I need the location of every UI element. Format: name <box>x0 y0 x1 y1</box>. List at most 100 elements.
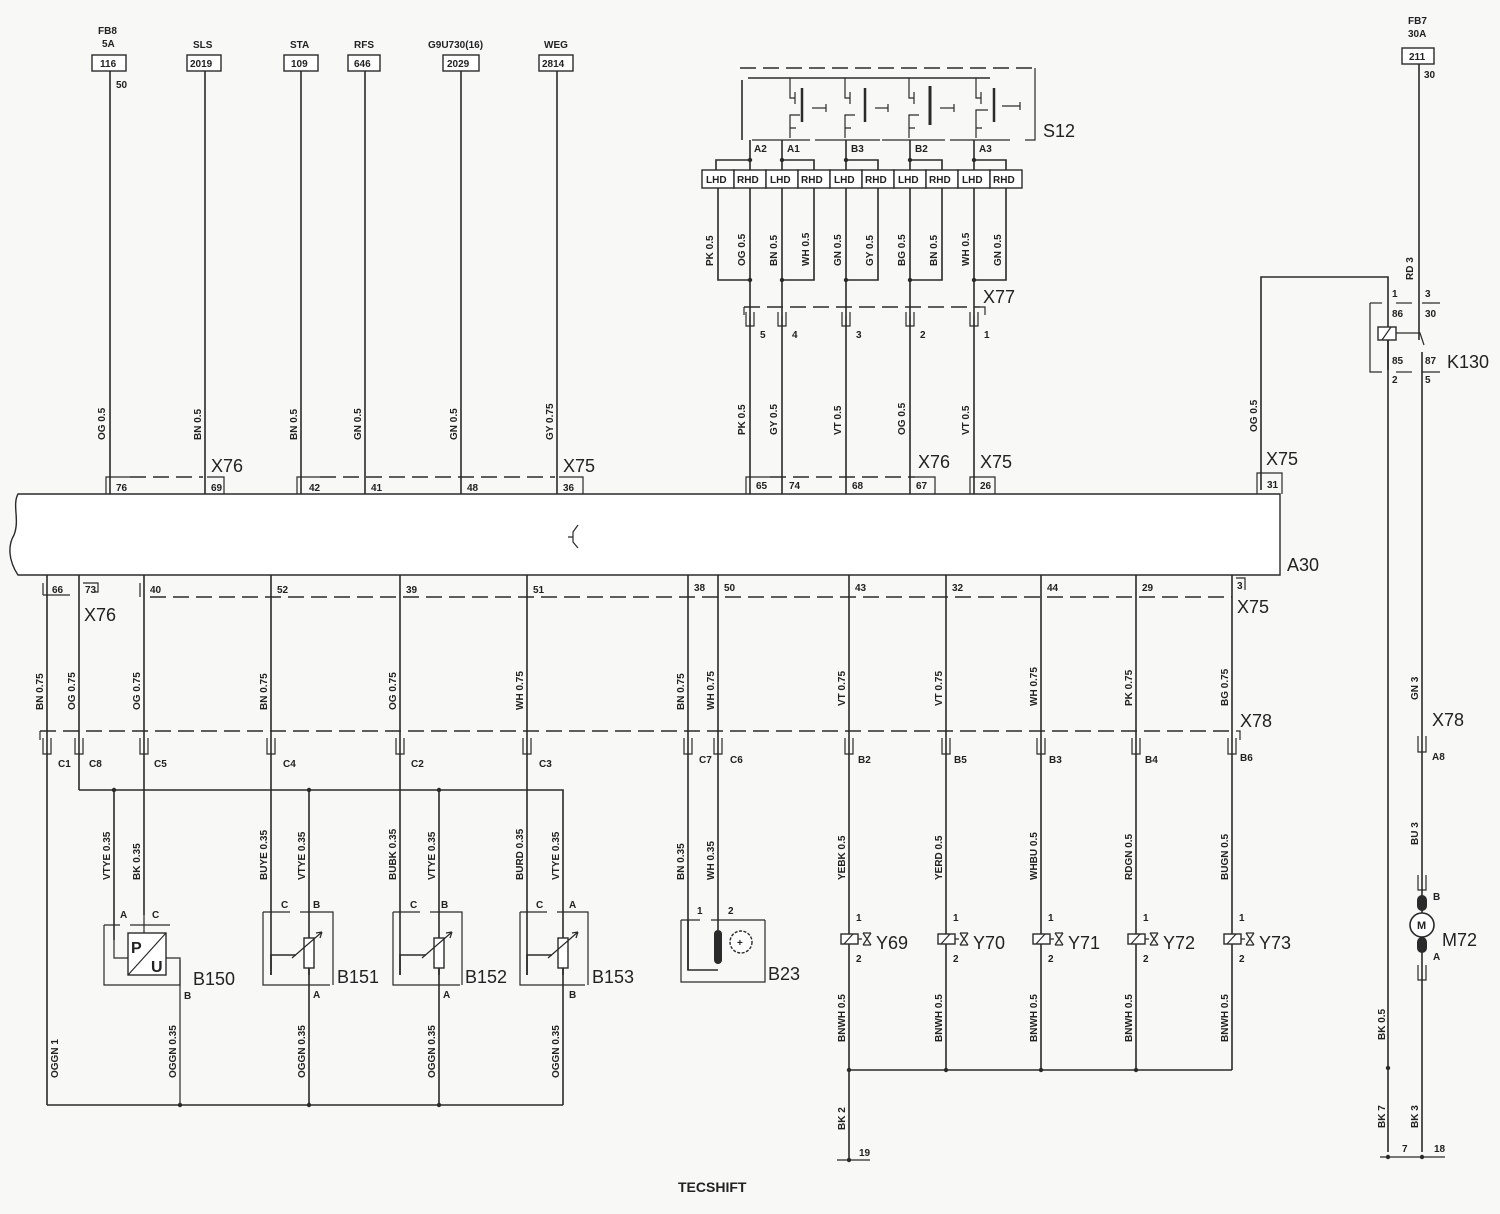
solenoid-y72: 1 2 Y72 <box>1127 913 1195 965</box>
motor-symbol: M <box>1417 920 1426 932</box>
pin-number: 69 <box>211 483 223 494</box>
terminal-label: C5 <box>154 759 167 770</box>
connector-x75: X75 <box>1237 597 1269 617</box>
pin-label: C <box>410 900 417 911</box>
wire-label: VT 0.5 <box>961 405 972 435</box>
solenoid-name: Y70 <box>973 933 1005 953</box>
pin-number: 32 <box>952 583 964 594</box>
wire-label: VT 0.75 <box>837 671 848 706</box>
x78-terminals <box>42 738 1237 755</box>
rhd-label: RHD <box>929 175 951 186</box>
pin-label: A <box>120 910 127 921</box>
pin-label: A <box>313 990 320 1001</box>
wire-label: BNWH 0.5 <box>1124 994 1135 1042</box>
solenoids: YEBK 0.5 YERD 0.5 WHBU 0.5 RDGN 0.5 BUGN… <box>837 832 1291 1163</box>
feed-label: STA <box>290 40 309 51</box>
terminal-label: B6 <box>1240 753 1253 764</box>
feed-label: WEG <box>544 40 568 51</box>
ground-pin: 18 <box>1434 1144 1446 1155</box>
wire-label: BUGN 0.5 <box>1220 833 1231 880</box>
solenoid-y70: 1 2 Y70 <box>937 913 1005 965</box>
sensor-b152: C B A B152 <box>392 900 507 1105</box>
wire-label: OG 0.75 <box>388 672 399 710</box>
wire-label: BUYE 0.35 <box>259 830 270 880</box>
wire-label: BK 3 <box>1410 1105 1421 1128</box>
connector-x78: X78 <box>1432 710 1464 730</box>
lhd-label: LHD <box>962 175 983 186</box>
wire-label: YERD 0.5 <box>934 835 945 880</box>
pin-label: A <box>1433 952 1440 963</box>
rhd-label: RHD <box>801 175 823 186</box>
contact-label: B2 <box>915 144 928 155</box>
wire-label: VTYE 0.35 <box>551 831 562 880</box>
pin-number: 1 <box>984 330 990 341</box>
solenoid-y73: 1 2 Y73 <box>1223 913 1291 965</box>
wire-label: GN 3 <box>1410 676 1421 700</box>
connector-x76: X76 <box>84 605 116 625</box>
wire-label: VTYE 0.35 <box>102 831 113 880</box>
top-feeds: FB8 5A 116 50 SLS 2019 STA 109 RFS 646 G… <box>91 26 595 494</box>
wire-label: BK 0.5 <box>1377 1008 1388 1040</box>
wire-label: VTYE 0.35 <box>427 831 438 880</box>
lhd-label: LHD <box>770 175 791 186</box>
pin-number: 43 <box>855 583 867 594</box>
pin-number: 68 <box>852 481 864 492</box>
wire-label: BN 0.35 <box>676 843 687 880</box>
fuse-label: FB8 <box>98 26 117 37</box>
fuse-label: FB7 <box>1408 16 1427 27</box>
wire-label: GY 0.75 <box>545 403 556 440</box>
pin-number: 50 <box>724 583 736 594</box>
pin-label: B <box>313 900 320 911</box>
pin-label: 2 <box>1239 954 1245 965</box>
pin-number: 30 <box>1425 309 1437 320</box>
contact-label: A3 <box>979 144 992 155</box>
wire-label: BN 0.5 <box>929 234 940 266</box>
terminal-label: B4 <box>1145 755 1158 766</box>
pin-label: 1 <box>1048 913 1054 924</box>
pin-number: 76 <box>116 483 128 494</box>
rhd-label: RHD <box>865 175 887 186</box>
pin-label: B <box>1433 892 1440 903</box>
wire-label: WH 0.5 <box>961 232 972 266</box>
wire-label: RD 3 <box>1405 257 1416 280</box>
wire-label: BNWH 0.5 <box>934 994 945 1042</box>
fuse-box <box>91 54 127 72</box>
feed-label: RFS <box>354 40 374 51</box>
wire-label: OG 0.75 <box>67 672 78 710</box>
pin-number: 44 <box>1047 583 1059 594</box>
lhd-label: LHD <box>898 175 919 186</box>
pin-number: 29 <box>1142 583 1154 594</box>
pin-number: 5 <box>1425 375 1431 386</box>
wire-label: OGGN 0.35 <box>551 1025 562 1078</box>
pin-label: 1 <box>856 913 862 924</box>
wire-label: BN 0.5 <box>769 234 780 266</box>
wire-label: WHBU 0.5 <box>1029 832 1040 880</box>
connector-x75: X75 <box>980 452 1012 472</box>
wire-label: OG 0.5 <box>97 407 108 440</box>
terminal-label: C1 <box>58 759 71 770</box>
motor-m72: GN 3 X78 A8 BU 3 M B A M72 BK 0.5 BK 7 B… <box>1377 676 1477 1160</box>
wire-label: PK 0.5 <box>737 404 748 435</box>
pin-number: 4 <box>792 330 798 341</box>
lhd-label: LHD <box>834 175 855 186</box>
pin-number: 5 <box>760 330 766 341</box>
pin-label: B <box>184 991 191 1002</box>
wire-label: BG 0.75 <box>1220 668 1231 706</box>
bottom-harness: 66 73 X76 40 52 39 51 38 50 43 32 44 29 … <box>35 575 1272 1160</box>
pin-label: C <box>152 910 159 921</box>
wire-label: OG 0.5 <box>737 233 748 266</box>
pin-number: 65 <box>756 481 768 492</box>
wire-label: BU 3 <box>1410 822 1421 845</box>
wire-label: PK 0.75 <box>1124 669 1135 706</box>
pin-number: 48 <box>467 483 479 494</box>
sensor-name: B151 <box>337 967 379 987</box>
pin-label: 2 <box>856 954 862 965</box>
wire-label: BG 0.5 <box>897 234 908 266</box>
solenoid-y69: 1 2 Y69 <box>840 913 908 965</box>
fuse-box-number: 116 <box>100 59 117 70</box>
wire-label: GY 0.5 <box>769 404 780 435</box>
pin-number: 31 <box>1267 480 1279 491</box>
solenoid-name: Y73 <box>1259 933 1291 953</box>
connector-x75: X75 <box>563 456 595 476</box>
